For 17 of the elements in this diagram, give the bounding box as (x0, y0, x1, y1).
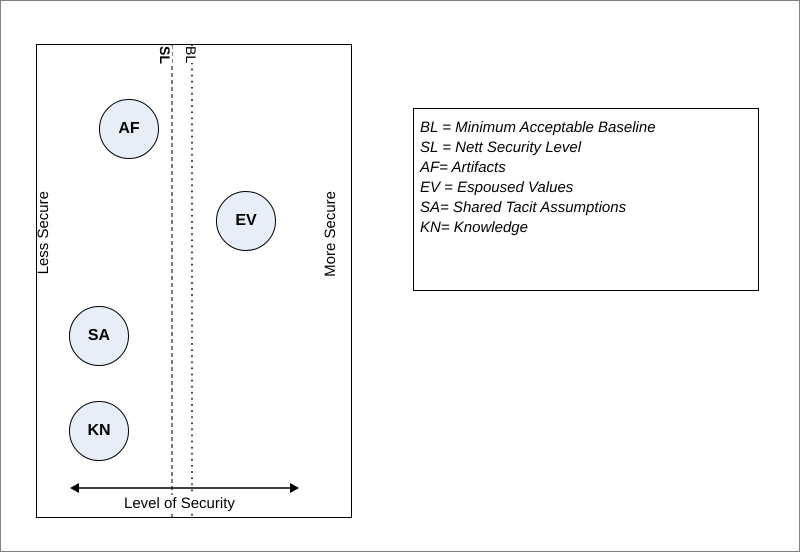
node-label: KN (87, 421, 111, 441)
diagram-box (36, 44, 352, 518)
node-label: EV (235, 211, 257, 231)
node-label: AF (118, 119, 140, 139)
key-entry: KN= Knowledge (420, 218, 529, 238)
key-box (413, 108, 759, 291)
axis-label: Less Secure (35, 191, 52, 274)
key-entry: EV = Espoused Values (420, 178, 574, 198)
key-entry: SA= Shared Tacit Assumptions (420, 198, 628, 218)
axis-label: Level of Security (123, 495, 236, 512)
key-entry: BL = Minimum Acceptable Baseline (420, 118, 657, 138)
node-label: SA (88, 326, 110, 346)
line-label: SL (157, 46, 172, 64)
axis-label: More Secure (322, 191, 339, 277)
key-entry: AF= Artifacts (420, 158, 507, 178)
key-entry: SL = Nett Security Level (420, 138, 582, 158)
line-label: BL (183, 46, 198, 64)
